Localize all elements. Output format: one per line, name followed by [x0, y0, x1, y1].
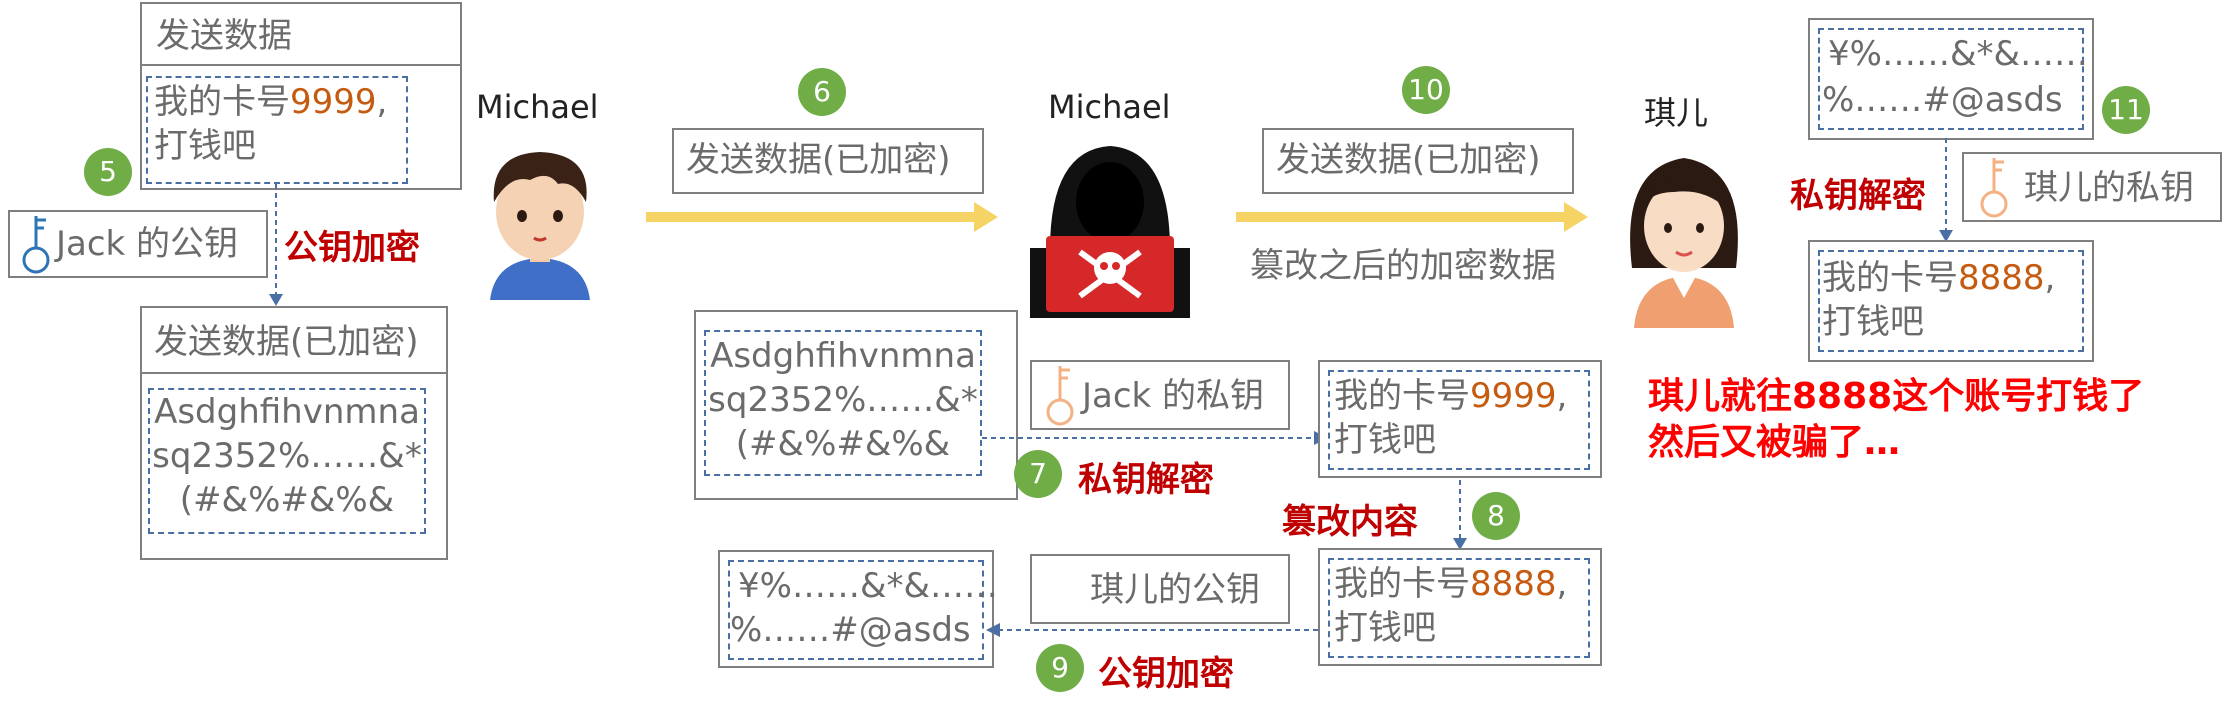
qier-public-key-label: 琪儿的公钥 — [1090, 570, 1260, 610]
encrypted-data-box — [140, 306, 448, 560]
step-badge-7: 7 — [1014, 450, 1062, 498]
intercepted-cipher-line1: Asdghfihvnmna — [710, 336, 976, 376]
decrypt-arrow-11 — [1939, 138, 1953, 242]
key-icon-orange-1 — [1046, 366, 1074, 426]
tamper-action: 篡改内容 — [1282, 502, 1418, 542]
michael-avatar — [490, 152, 590, 300]
intercepted-cipher-line3: (#&%#&%& — [735, 424, 951, 464]
qier-name: 琪儿 — [1644, 94, 1709, 132]
plaintext-line2: 打钱吧 — [154, 126, 256, 166]
new-cipher-dashed — [728, 560, 984, 660]
qier-avatar — [1630, 158, 1738, 328]
decrypted-plain-dashed — [1328, 370, 1590, 470]
new-cipher-line2: %……#@asds — [730, 610, 971, 650]
qier-private-key-label: 琪儿的私钥 — [2024, 168, 2194, 208]
plaintext-dashed-box — [146, 76, 408, 184]
send-encrypted-box-2 — [1262, 128, 1574, 194]
jack-private-key-label: Jack 的私钥 — [1082, 376, 1265, 416]
qier-decrypt-action: 私钥解密 — [1790, 176, 1926, 216]
left-flow-arrow — [269, 184, 283, 306]
michael-hacker-name: Michael — [1048, 88, 1171, 126]
step-badge-6: 6 — [798, 68, 846, 116]
decrypted-plain-line2: 打钱吧 — [1334, 420, 1436, 460]
hacker-icon — [1030, 146, 1190, 318]
michael-left-name: Michael — [476, 88, 599, 126]
decrypt-arrow-7 — [982, 431, 1328, 445]
encrypt-arrow-9 — [986, 623, 1320, 637]
jack-public-key-box — [8, 210, 268, 278]
conclusion-line2: 然后又被骗了… — [1648, 422, 1901, 463]
decrypted-plain-box — [1318, 360, 1602, 478]
send-encrypted-box-1 — [672, 128, 984, 194]
key-icon-orange-2 — [1980, 158, 2008, 218]
decrypted-card-9999: 9999 — [1470, 376, 1557, 416]
tampered-card-8888: 8888 — [1470, 564, 1557, 604]
tampered-prefix: 我的卡号 — [1334, 564, 1470, 604]
jack-public-key-label: Jack 的公钥 — [56, 224, 239, 264]
final-card-8888: 8888 — [1958, 258, 2045, 298]
comma: , — [1556, 564, 1568, 604]
new-cipher-line1: ¥%……&*&…… — [738, 566, 998, 606]
private-key-decrypt-action: 私钥解密 — [1078, 460, 1214, 500]
step-badge-10: 10 — [1402, 66, 1450, 114]
step-badge-8: 8 — [1472, 492, 1520, 540]
decrypted-prefix: 我的卡号 — [1334, 376, 1470, 416]
step-badge-11: 11 — [2102, 86, 2150, 134]
plaintext-line1: 我的卡号9999, — [154, 80, 387, 124]
intercepted-cipher-line2: sq2352%……&* — [708, 380, 978, 420]
final-plain-box — [1808, 240, 2094, 362]
received-cipher-box — [1808, 18, 2094, 140]
comma: , — [1556, 376, 1568, 416]
tampered-plain-box — [1318, 548, 1602, 666]
conclusion-line1: 琪儿就往8888这个账号打钱了 — [1648, 376, 2145, 417]
tampered-plain-dashed — [1328, 558, 1590, 658]
jack-private-key-box — [1030, 360, 1290, 430]
final-plain-line1: 我的卡号8888, — [1822, 256, 2055, 300]
final-plain-dashed — [1818, 250, 2084, 352]
send-data-divider — [140, 64, 462, 66]
final-plain-line2: 打钱吧 — [1822, 302, 1924, 342]
comma: , — [2044, 258, 2056, 298]
ciphertext-dashed-box — [148, 388, 426, 534]
tampered-caption: 篡改之后的加密数据 — [1250, 246, 1556, 286]
flow-arrow-6 — [646, 202, 998, 232]
received-cipher-line2: %……#@asds — [1822, 80, 2063, 120]
card-number-9999: 9999 — [290, 82, 377, 122]
decrypted-plain-line1: 我的卡号9999, — [1334, 374, 1567, 418]
tampered-plain-line1: 我的卡号8888, — [1334, 562, 1567, 606]
send-data-title: 发送数据 — [156, 16, 292, 56]
key-icon-blue — [22, 216, 50, 274]
encrypted-data-title: 发送数据(已加密) — [154, 322, 419, 362]
tampered-plain-line2: 打钱吧 — [1334, 608, 1436, 648]
cipher-line2: sq2352%……&* — [152, 436, 422, 476]
step-badge-5: 5 — [84, 148, 132, 196]
received-cipher-dashed — [1818, 28, 2084, 130]
tamper-arrow-8 — [1453, 480, 1467, 550]
encrypted-data-divider — [140, 372, 448, 374]
send-encrypted-label-1: 发送数据(已加密) — [686, 140, 951, 180]
public-key-encrypt-action: 公钥加密 — [284, 228, 420, 268]
intercepted-cipher-dashed — [704, 330, 982, 476]
qier-public-key-box — [1030, 554, 1290, 624]
new-cipher-box — [718, 550, 994, 668]
final-prefix: 我的卡号 — [1822, 258, 1958, 298]
step-badge-9: 9 — [1036, 644, 1084, 692]
public-key-encrypt-action-2: 公钥加密 — [1098, 654, 1234, 694]
comma: , — [376, 82, 388, 122]
cipher-line1: Asdghfihvnmna — [154, 392, 420, 432]
send-data-box — [140, 2, 462, 190]
cipher-line3: (#&%#&%& — [179, 480, 395, 520]
flow-arrow-10 — [1236, 202, 1588, 232]
plaintext-prefix: 我的卡号 — [154, 82, 290, 122]
intercepted-cipher-box — [694, 310, 1018, 500]
send-encrypted-label-2: 发送数据(已加密) — [1276, 140, 1541, 180]
received-cipher-line1: ¥%……&*&…… — [1828, 34, 2088, 74]
conclusion-text: 琪儿就往8888这个账号打钱了 然后又被骗了… — [1648, 374, 2144, 466]
